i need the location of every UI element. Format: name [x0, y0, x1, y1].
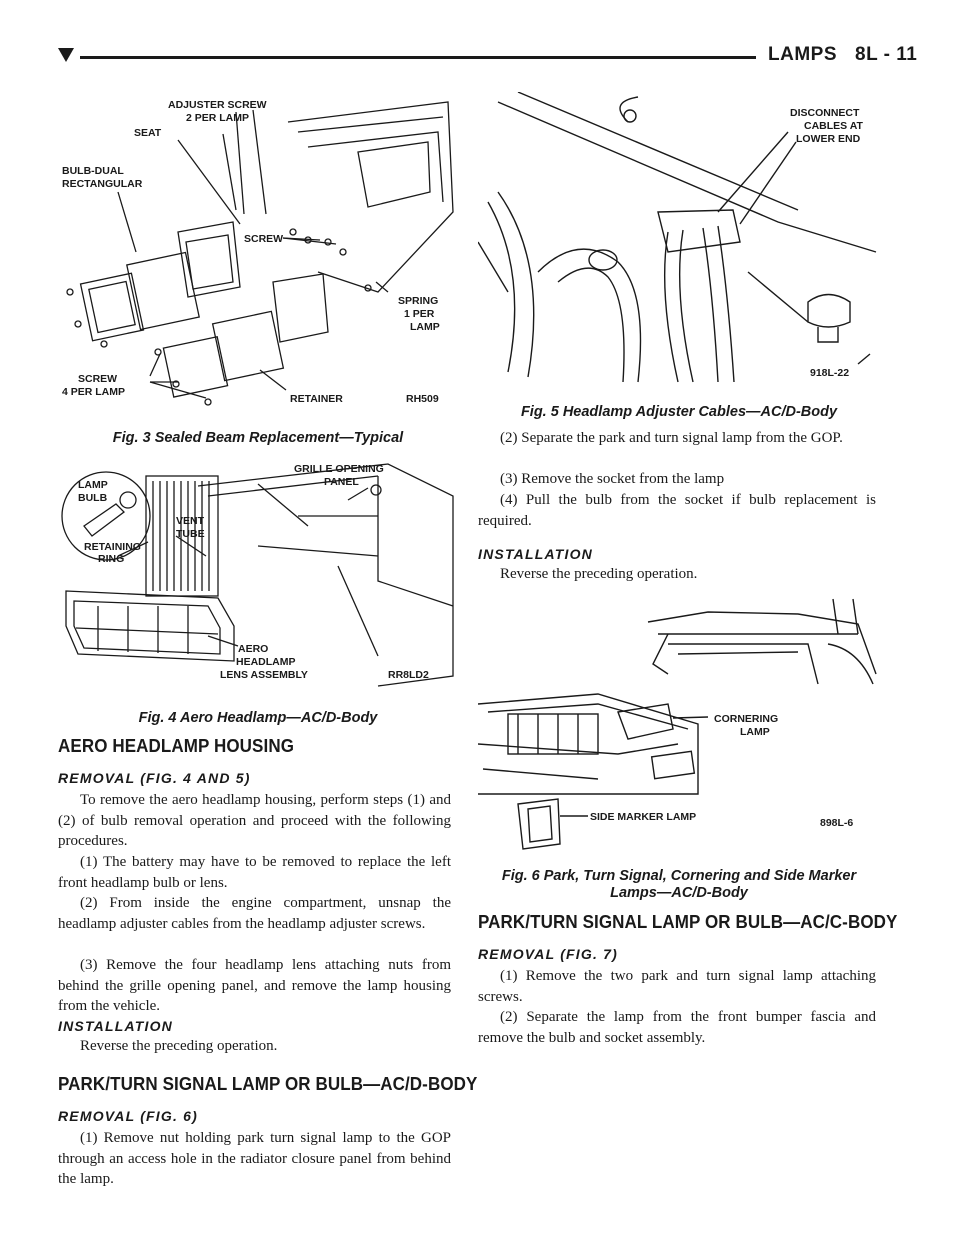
fig6-caption-line1: Fig. 6 Park, Turn Signal, Cornering and …: [501, 868, 857, 884]
heading-removal-fig6: REMOVAL (FIG. 6): [58, 1108, 199, 1124]
label-lower-end: LOWER END: [796, 133, 861, 145]
heading-installation: INSTALLATION: [478, 546, 593, 562]
heading-removal-fig4-5: REMOVAL (FIG. 4 AND 5): [58, 770, 251, 786]
paragraph: (1) The battery may have to be removed t…: [58, 854, 451, 891]
triangle-marker-icon: [58, 48, 74, 62]
label-retainer: RETAINER: [290, 393, 343, 405]
figure-code: 898L-6: [820, 817, 853, 829]
page-header: LAMPS 8L - 11: [58, 40, 917, 70]
label-ring: RING: [98, 553, 124, 565]
heading-installation: INSTALLATION: [58, 1018, 173, 1034]
label-panel: PANEL: [324, 476, 359, 488]
label-screw-4: SCREW: [78, 373, 117, 385]
label-cornering: CORNERING: [714, 713, 778, 725]
label-screw-4-count: 4 PER LAMP: [62, 386, 125, 398]
paragraph: (2) Separate the park and turn signal la…: [500, 430, 843, 446]
label-aero: AERO: [238, 643, 268, 655]
label-headlamp: HEADLAMP: [236, 656, 296, 668]
label-spring: SPRING: [398, 295, 438, 307]
label-screw: SCREW: [244, 233, 283, 245]
header-rule: [80, 56, 756, 59]
label-bulb: BULB: [78, 492, 108, 504]
paragraph: (3) Remove the socket from the lamp: [500, 471, 725, 487]
fig6-caption: Fig. 6 Park, Turn Signal, Cornering and …: [478, 868, 880, 902]
label-adjuster-screw: ADJUSTER SCREW: [168, 99, 267, 111]
label-cables-at: CABLES AT: [804, 120, 864, 132]
heading-park-turn-c-body: PARK/TURN SIGNAL LAMP OR BULB—AC/C-BODY: [478, 912, 898, 933]
label-spring-count: 1 PER: [404, 308, 435, 320]
heading-aero-headlamp-housing: AERO HEADLAMP HOUSING: [58, 736, 295, 757]
heading-removal-fig7: REMOVAL (FIG. 7): [478, 946, 619, 962]
paragraph: (3) Remove the four headlamp lens attach…: [58, 957, 451, 1015]
fig6-illustration: CORNERING LAMP SIDE MARKER LAMP 898L-6: [478, 594, 880, 856]
paragraph: To remove the aero headlamp housing, per…: [58, 792, 451, 850]
label-side-marker-lamp: SIDE MARKER LAMP: [590, 811, 696, 823]
section-title: LAMPS: [768, 44, 837, 65]
paragraph: Reverse the preceding operation.: [80, 1038, 278, 1054]
label-adjuster-screw-count: 2 PER LAMP: [186, 112, 249, 124]
page-number: 8L - 11: [855, 44, 918, 65]
header-title: LAMPS 8L - 11: [768, 44, 917, 66]
label-rectangular: RECTANGULAR: [62, 178, 143, 190]
label-disconnect: DISCONNECT: [790, 107, 860, 119]
fig3-caption: Fig. 3 Sealed Beam Replacement—Typical: [112, 430, 404, 446]
figure-code: RR8LD2: [388, 669, 429, 681]
fig5-illustration: DISCONNECT CABLES AT LOWER END 918L-22: [478, 92, 880, 384]
paragraph: (1) Remove nut holding park turn signal …: [58, 1130, 451, 1188]
fig5-caption: Fig. 5 Headlamp Adjuster Cables—AC/D-Bod…: [520, 404, 838, 420]
paragraph: (1) Remove the two park and turn signal …: [478, 968, 876, 1005]
label-lamp: LAMP: [78, 479, 108, 491]
label-seat: SEAT: [134, 127, 162, 139]
label-lens-assembly: LENS ASSEMBLY: [220, 669, 308, 681]
figure-code: 918L-22: [810, 367, 849, 379]
label-tube: TUBE: [176, 528, 205, 540]
fig4-caption: Fig. 4 Aero Headlamp—AC/D-Body: [138, 710, 378, 726]
fig4-illustration: LAMP BULB GRILLE OPENING PANEL VENT TUBE…: [58, 456, 458, 696]
fig6-caption-line2: Lamps—AC/D-Body: [610, 885, 748, 901]
label-spring-lamp: LAMP: [410, 321, 440, 333]
paragraph: (2) From inside the engine compartment, …: [58, 895, 451, 932]
label-bulb-dual: BULB-DUAL: [62, 165, 124, 177]
fig3-illustration: ADJUSTER SCREW 2 PER LAMP SEAT BULB-DUAL…: [58, 92, 458, 412]
label-grille-opening: GRILLE OPENING: [294, 463, 384, 475]
paragraph: Reverse the preceding operation.: [500, 566, 698, 582]
figure-code: RH509: [406, 393, 439, 405]
paragraph: (4) Pull the bulb from the socket if bul…: [478, 492, 876, 529]
label-vent: VENT: [176, 515, 205, 527]
label-cornering-lamp: LAMP: [740, 726, 770, 738]
heading-park-turn-d-body: PARK/TURN SIGNAL LAMP OR BULB—AC/D-BODY: [58, 1074, 478, 1095]
paragraph: (2) Separate the lamp from the front bum…: [478, 1009, 876, 1046]
label-retaining: RETAINING: [84, 541, 141, 553]
